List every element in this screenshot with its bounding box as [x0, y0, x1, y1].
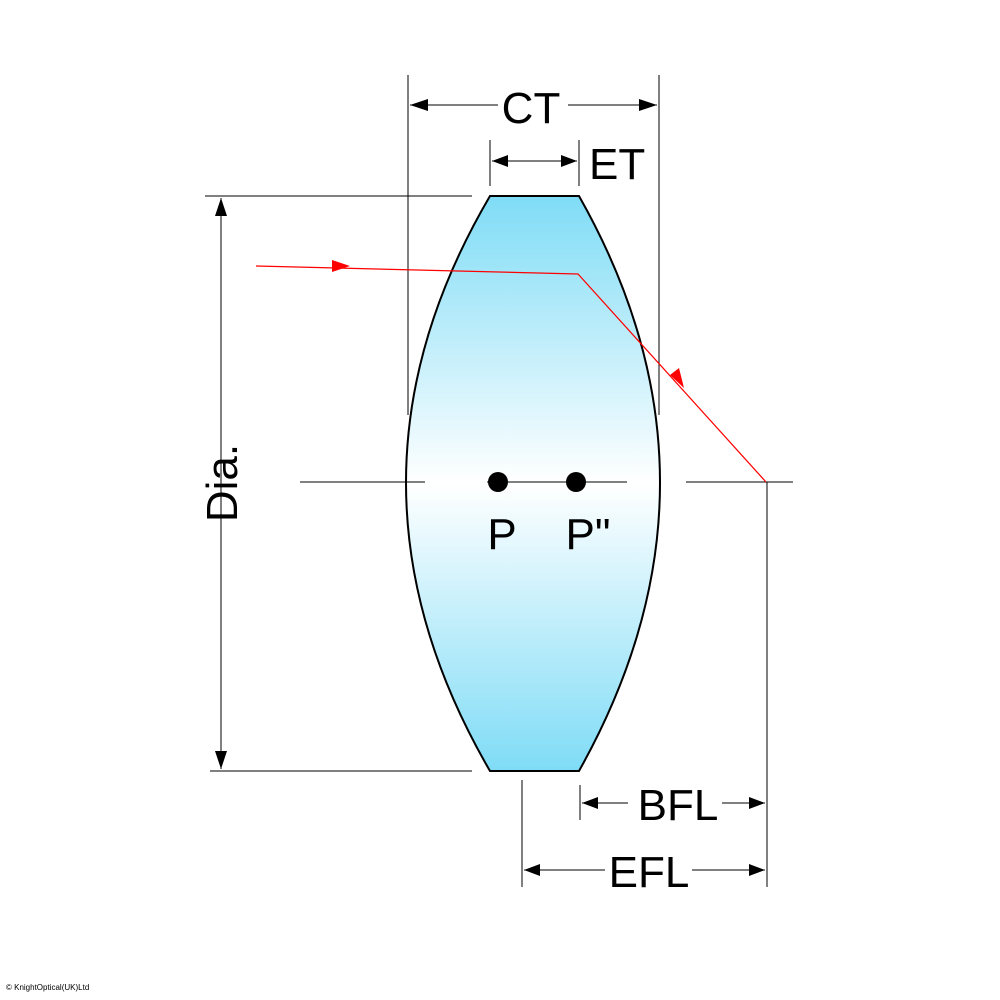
arrowhead: [749, 864, 765, 876]
principal-point-p: [488, 472, 508, 492]
dia-label: Dia.: [198, 444, 247, 522]
ray-arrowhead: [332, 260, 350, 272]
et-label: ET: [589, 140, 645, 189]
copyright: © KnightOptical(UK)Ltd: [6, 983, 90, 992]
dimension-lines: [205, 75, 793, 887]
bfl-label: BFL: [638, 781, 719, 830]
ray-arrowhead: [670, 368, 684, 388]
p2-label: P": [566, 510, 611, 559]
principal-point-p2: [566, 472, 586, 492]
light-ray: [255, 260, 767, 483]
arrowhead: [561, 155, 577, 167]
dimension-arrows: [215, 99, 765, 876]
arrowhead: [410, 99, 428, 111]
arrowhead: [215, 198, 227, 216]
arrowhead: [582, 797, 598, 809]
efl-label: EFL: [609, 848, 690, 897]
ct-label: CT: [502, 84, 561, 133]
arrowhead: [639, 99, 657, 111]
arrowhead: [749, 797, 765, 809]
arrowhead: [524, 864, 540, 876]
arrowhead: [215, 751, 227, 769]
lens: [405, 195, 661, 772]
p-label: P: [487, 510, 516, 559]
arrowhead: [492, 155, 508, 167]
